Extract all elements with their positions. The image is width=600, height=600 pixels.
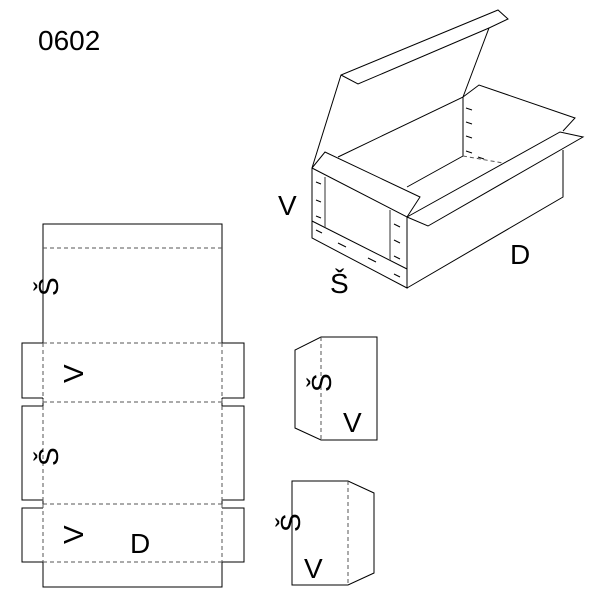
flat-label-width-2: Š [33,447,64,466]
end-piece-1-label-height: V [343,407,362,438]
end-flap [311,151,421,218]
flap-left-1 [21,342,43,399]
flat-layout: Š V Š V D [21,223,245,588]
tab-marks [315,107,485,278]
end-piece-1-outline [294,336,378,441]
flap-right-2 [222,405,245,501]
box-body [311,131,585,289]
flap-right-3 [222,507,245,563]
end-piece-1-label-width: Š [306,373,337,392]
flap-left-3 [21,507,43,563]
flap-left-2 [21,405,43,501]
end-piece-1: Š V [294,336,378,441]
label-length: D [510,239,530,270]
flat-label-height-1: V [58,364,89,383]
box-3d-view: V Š D [278,9,585,299]
model-number: 0602 [38,25,100,56]
end-panel-edges [324,177,391,260]
box-back-edges [337,84,576,188]
inner-fold [462,155,504,164]
flap-right-1 [222,342,245,399]
label-width: Š [330,268,349,299]
flat-label-length: D [130,528,150,559]
fold-lines [42,247,223,563]
flat-label-width-1: Š [33,277,64,296]
flat-label-height-2: V [58,525,89,544]
end-piece-2: Š V [275,480,375,586]
end-piece-2-label-height: V [304,553,323,584]
label-height: V [278,190,297,221]
end-panel-fold [311,220,408,270]
end-piece-2-label-width: Š [275,513,306,532]
lid [311,9,509,169]
